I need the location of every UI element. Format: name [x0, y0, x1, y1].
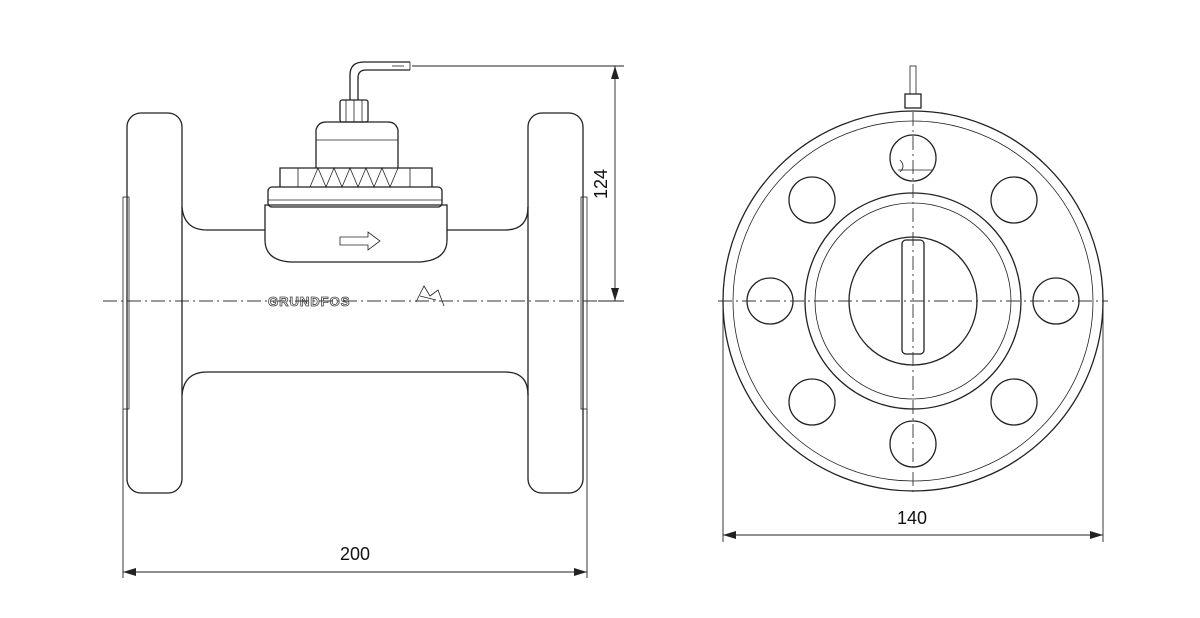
- height-dimension-label: 124: [591, 169, 611, 199]
- diameter-dimension-label: 140: [897, 508, 927, 528]
- flow-arrow-icon: [339, 231, 381, 251]
- brand-logo: GRUNDFOS: [268, 294, 350, 309]
- front-view: [718, 65, 1108, 494]
- brand-logo-mark: [415, 285, 445, 307]
- side-view: GRUNDFOS: [103, 61, 620, 494]
- length-dimension-label: 200: [340, 544, 370, 564]
- meter-housing: [264, 61, 448, 263]
- right-flange: [527, 112, 588, 494]
- left-flange: [122, 112, 183, 494]
- dimension-200: 200: [122, 409, 588, 578]
- dimension-140: 140: [722, 301, 1104, 542]
- pipe-body: [181, 206, 529, 396]
- dimension-124: 124: [412, 65, 624, 302]
- front-sensor-stem: [898, 65, 932, 173]
